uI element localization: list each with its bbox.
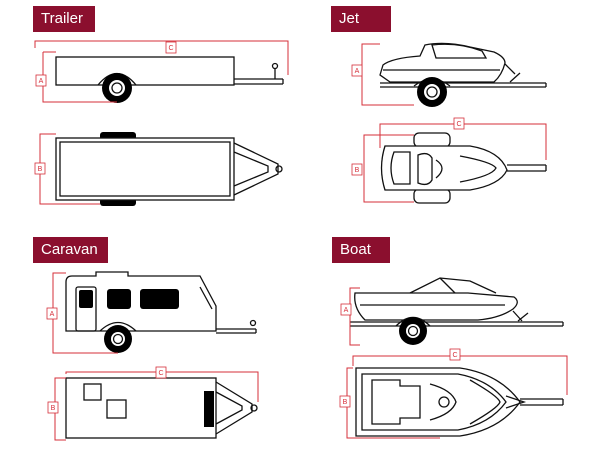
boat-side-view	[350, 277, 564, 345]
dim-label-b: B	[38, 166, 43, 173]
caravan-top-view	[65, 377, 258, 439]
jetski-top-view	[380, 132, 547, 204]
dim-label-a: A	[39, 78, 44, 85]
svg-text:A: A	[50, 311, 55, 318]
caravan-side-view	[65, 271, 257, 353]
boat-title: Boat	[332, 237, 390, 263]
svg-text:B: B	[343, 399, 348, 406]
dim-label-c: C	[168, 45, 173, 52]
trailer-title: Trailer	[33, 6, 95, 32]
jetski-side-view	[379, 42, 547, 107]
trailer-dimensions: A C B	[34, 40, 289, 205]
svg-text:A: A	[355, 68, 360, 75]
svg-text:B: B	[355, 167, 360, 174]
boat-dimensions: A C B	[339, 287, 568, 439]
caravan-dimensions: A C B	[46, 272, 259, 441]
svg-text:C: C	[158, 370, 163, 377]
jetski-title: Jet Ski	[331, 6, 391, 53]
svg-text:A: A	[344, 307, 349, 314]
caravan-title: Caravan	[33, 237, 108, 263]
trailer-top-view	[55, 132, 283, 206]
svg-text:C: C	[456, 121, 461, 128]
boat-top-view	[355, 367, 564, 437]
svg-text:C: C	[452, 352, 457, 359]
svg-text:B: B	[51, 405, 56, 412]
trailer-side-view	[55, 56, 284, 103]
jetski-dimensions: A C B	[351, 43, 547, 203]
